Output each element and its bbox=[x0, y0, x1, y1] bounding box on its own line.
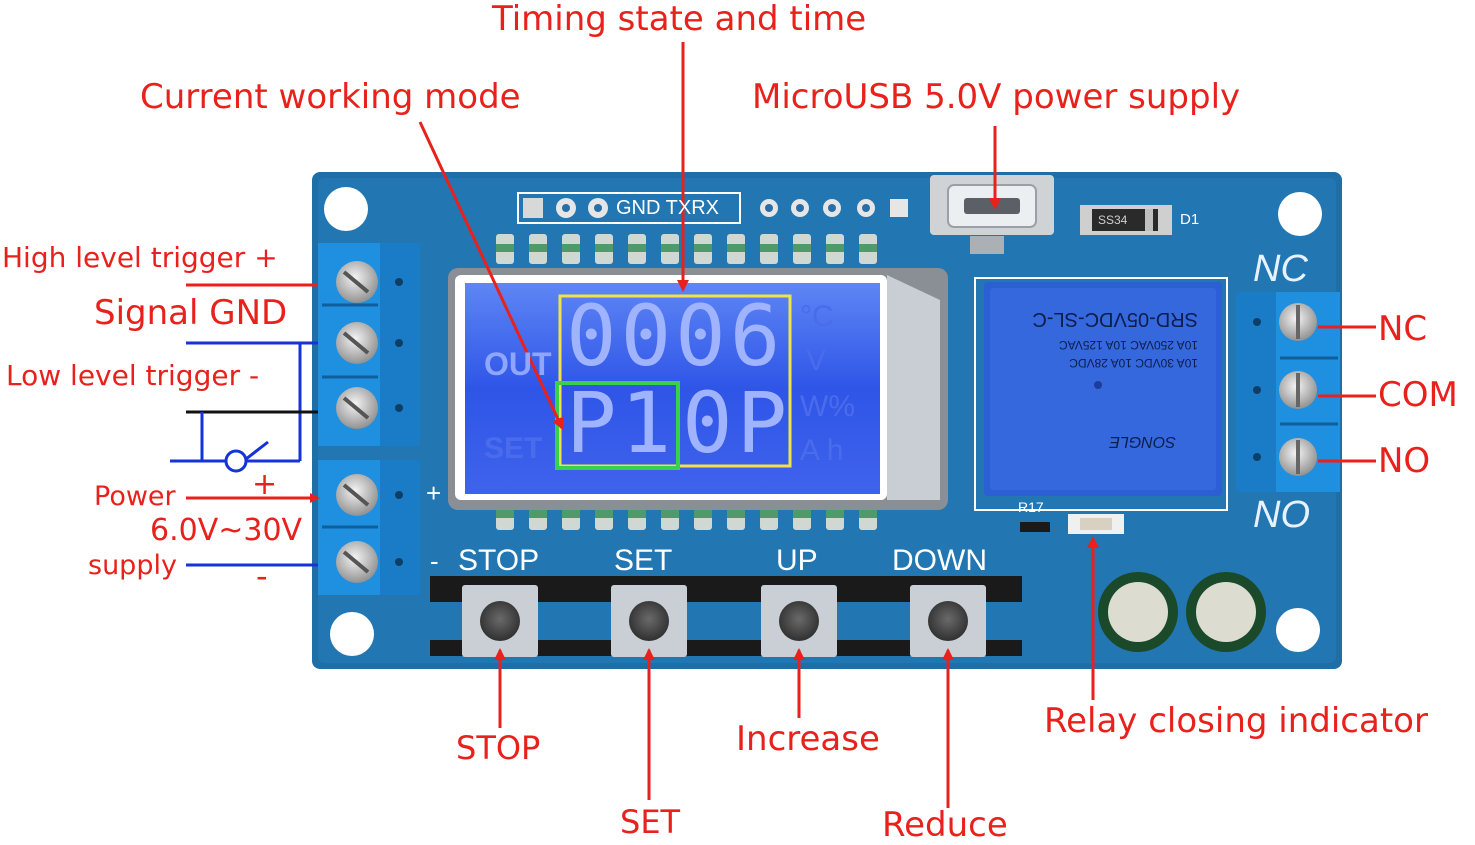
lcd-unit-c: °C bbox=[800, 300, 834, 333]
working-mode-label: Current working mode bbox=[140, 77, 521, 117]
switch-icon bbox=[224, 449, 248, 473]
down-switch[interactable] bbox=[910, 585, 986, 657]
lcd-pin-band bbox=[727, 244, 745, 252]
power-label: Power bbox=[94, 481, 176, 512]
power-minus-label: - bbox=[256, 557, 268, 595]
down-silk-label: DOWN bbox=[892, 544, 987, 577]
relay-rating-1: 10A 250VAC 10A 125VAC bbox=[1059, 338, 1198, 352]
lcd-pin-band bbox=[727, 510, 745, 518]
reduce-label: Reduce bbox=[882, 805, 1008, 845]
lcd-pin-band bbox=[562, 244, 580, 252]
lcd-pin-band bbox=[760, 510, 778, 518]
lcd-unit-ah: A h bbox=[800, 434, 844, 467]
lcd-pin-band bbox=[793, 244, 811, 252]
lcd-pin-band bbox=[595, 510, 613, 518]
button-silk-strip bbox=[430, 640, 1022, 656]
header-silk-label: GND TXRX bbox=[616, 197, 719, 219]
lcd-pin-band bbox=[529, 510, 547, 518]
lcd-pin-band bbox=[793, 510, 811, 518]
lcd-pin-band bbox=[694, 244, 712, 252]
increase-label: Increase bbox=[736, 719, 880, 759]
lcd-mode: P1 bbox=[566, 374, 676, 472]
power-wiring bbox=[186, 493, 320, 567]
lcd-unit-v: V bbox=[806, 344, 827, 377]
lcd-pin-band bbox=[562, 510, 580, 518]
callout-arrows bbox=[418, 42, 1376, 808]
mounting-hole bbox=[324, 187, 368, 231]
lcd-pin-band bbox=[694, 510, 712, 518]
set-switch[interactable] bbox=[611, 585, 687, 657]
mounting-hole bbox=[1278, 192, 1322, 236]
nc-silk-label: NC bbox=[1253, 248, 1308, 290]
lcd-pin-band bbox=[496, 244, 514, 252]
stop-label: STOP bbox=[456, 729, 541, 767]
lcd-pin-band bbox=[826, 510, 844, 518]
relay-terminal-block bbox=[1236, 292, 1340, 492]
lcd-out-label: OUT bbox=[484, 346, 552, 382]
com-label: COM bbox=[1378, 375, 1458, 415]
lcd-pin-band bbox=[661, 244, 679, 252]
lcd-pin-band bbox=[661, 510, 679, 518]
lcd-top-digits: 0006 bbox=[566, 287, 785, 385]
mounting-hole bbox=[1276, 608, 1320, 652]
plus-silk-label: + bbox=[426, 478, 442, 508]
power-plus-label: + bbox=[252, 467, 278, 502]
relay-rating-2: 10A 30VDC 10A 28VDC bbox=[1069, 356, 1198, 370]
minus-silk-label: - bbox=[430, 546, 439, 576]
stop-switch[interactable] bbox=[462, 585, 538, 657]
low-trigger-label: Low level trigger - bbox=[6, 359, 260, 392]
trigger-terminal-block bbox=[318, 243, 420, 446]
lcd-unit-w: W% bbox=[800, 390, 855, 423]
no-silk-label: NO bbox=[1253, 494, 1310, 536]
up-silk-label: UP bbox=[776, 544, 818, 577]
trigger-wiring bbox=[170, 283, 318, 473]
lcd-pin-band bbox=[595, 244, 613, 252]
lcd-pin-band bbox=[859, 244, 877, 252]
lcd-pin-band bbox=[496, 510, 514, 518]
lcd-pin-band bbox=[529, 244, 547, 252]
lcd-set-label: SET bbox=[484, 432, 543, 465]
high-trigger-label: High level trigger + bbox=[2, 241, 278, 274]
lcd-pin-band bbox=[760, 244, 778, 252]
signal-gnd-label: Signal GND bbox=[94, 293, 288, 333]
nc-label: NC bbox=[1378, 309, 1428, 349]
power-terminal-block bbox=[318, 460, 420, 595]
supply-label: supply bbox=[88, 550, 177, 581]
up-switch[interactable] bbox=[761, 585, 837, 657]
lcd-pin-band bbox=[826, 244, 844, 252]
diode-silk-label: D1 bbox=[1180, 211, 1200, 228]
diode-d1 bbox=[1080, 205, 1172, 235]
timing-state-label: Timing state and time bbox=[492, 0, 867, 39]
stop-silk-label: STOP bbox=[458, 544, 540, 577]
set-label: SET bbox=[620, 803, 681, 841]
lcd-mode-rest: 0P bbox=[682, 374, 792, 472]
relay-model: SRD-05VDC-SL-C bbox=[1032, 308, 1198, 330]
serial-header bbox=[517, 192, 908, 224]
relay-brand: SONGLE bbox=[1109, 433, 1176, 450]
relay-led bbox=[1020, 514, 1124, 534]
diode-code: SS34 bbox=[1098, 213, 1128, 227]
voltage-label: 6.0V~30V bbox=[150, 513, 303, 548]
lcd-display bbox=[448, 268, 948, 510]
usb-supply-label: MicroUSB 5.0V power supply bbox=[752, 77, 1241, 117]
relay bbox=[984, 282, 1222, 496]
resistor-silk-label: R17 bbox=[1018, 499, 1044, 515]
capacitors bbox=[1098, 572, 1266, 652]
relay-markings: SRD-05VDC-SL-C 10A 250VAC 10A 125VAC 10A… bbox=[990, 288, 1216, 490]
relay-indicator-label: Relay closing indicator bbox=[1044, 701, 1428, 741]
lcd-pin-band bbox=[628, 510, 646, 518]
mounting-hole bbox=[330, 612, 374, 656]
set-silk-label: SET bbox=[614, 544, 673, 577]
no-label: NO bbox=[1378, 441, 1431, 481]
lcd-pin-band bbox=[628, 244, 646, 252]
lcd-pin-band bbox=[859, 510, 877, 518]
